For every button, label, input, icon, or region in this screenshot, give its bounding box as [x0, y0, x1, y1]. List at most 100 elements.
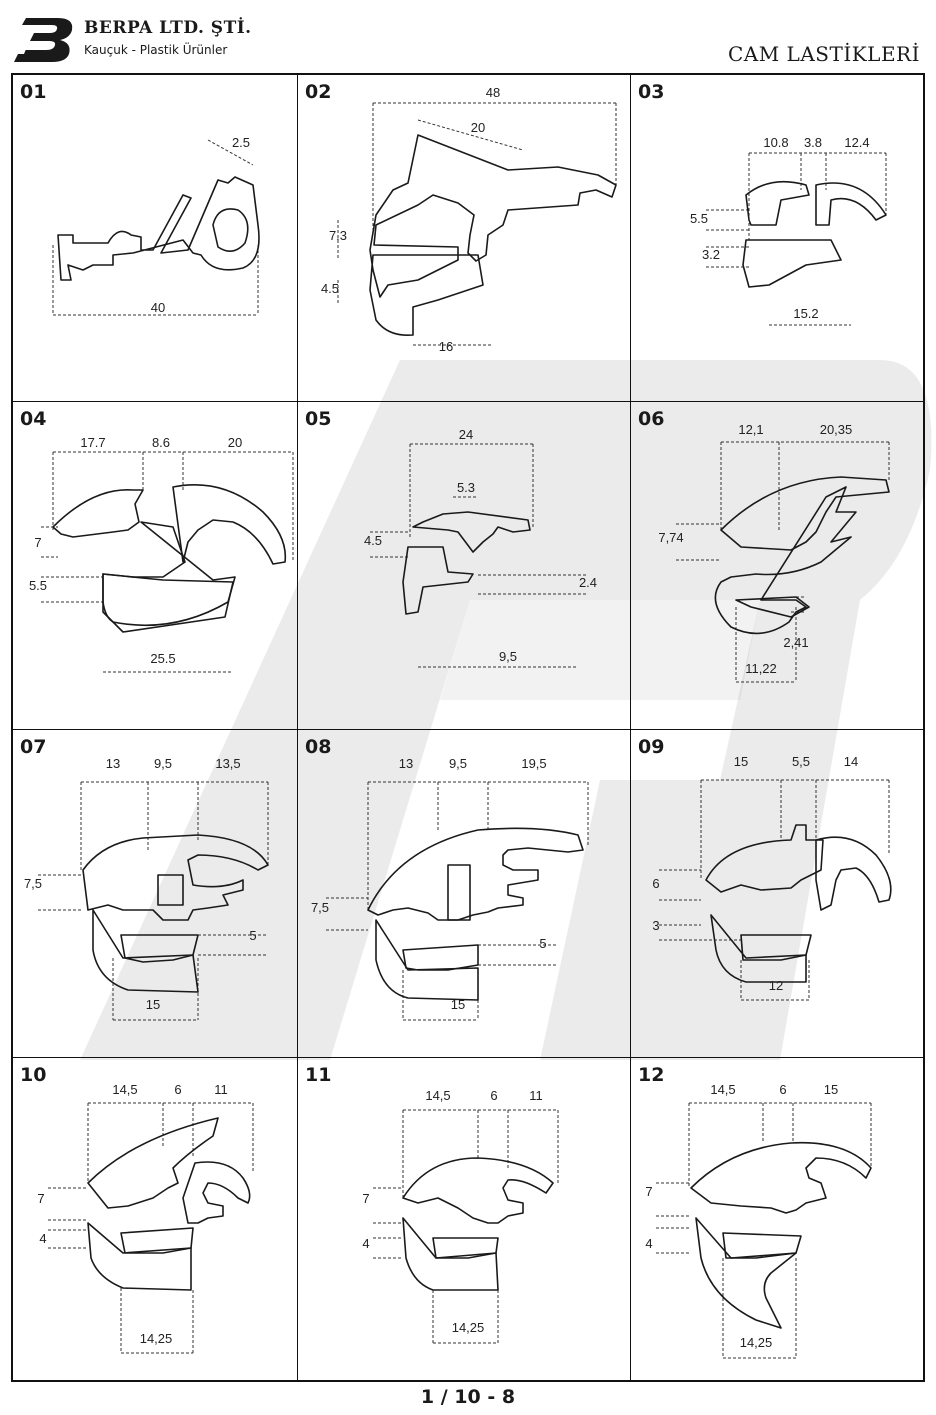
profile-cell: 10 14,5 6 11 7 4 14,25 — [13, 1058, 298, 1380]
dimension-label: 9,5 — [154, 756, 172, 771]
dimension-line — [417, 119, 524, 151]
gasket-profile-outline — [447, 864, 471, 921]
dimension-label: 4.5 — [364, 533, 382, 548]
dimension-label: 6 — [174, 1082, 181, 1097]
dimension-label: 11 — [214, 1082, 228, 1097]
dimension-label: 13 — [399, 756, 413, 771]
gasket-profile-outline — [815, 836, 892, 911]
profile-drawing: 14,5 6 15 7 4 14,25 — [645, 1082, 872, 1359]
dimension-label: 3.8 — [804, 135, 822, 150]
gasket-profile-outline — [375, 919, 479, 1001]
dimension-label: 2.5 — [232, 135, 250, 150]
dimension-label: 14,5 — [425, 1088, 450, 1103]
dimension-label: 25.5 — [150, 651, 175, 666]
dimension-label: 7 — [362, 1191, 369, 1206]
dimension-label: 40 — [151, 300, 165, 315]
dimension-label: 14,25 — [740, 1335, 773, 1350]
dimension-label: 7 — [37, 1191, 44, 1206]
dimension-label: 7,5 — [311, 900, 329, 915]
profile-number: 10 — [20, 1064, 47, 1086]
gasket-profile-outline — [82, 834, 269, 921]
gasket-profile-outline — [57, 176, 260, 281]
dimension-label: 2,41 — [783, 635, 808, 650]
dimension-label: 5.5 — [690, 211, 708, 226]
document-title: CAM LASTİKLERİ — [727, 42, 920, 66]
dimension-label: 15 — [824, 1082, 838, 1097]
dimension-label: 5.3 — [457, 480, 475, 495]
dimension-label: 4 — [362, 1236, 369, 1251]
gasket-profile-outline — [52, 489, 144, 538]
company-subtitle: Kauçuk - Plastik Ürünler — [84, 43, 228, 57]
profile-number: 01 — [20, 81, 47, 103]
dimension-label: 5 — [249, 928, 256, 943]
gasket-profile-outline — [402, 1217, 499, 1291]
gasket-profile-outline — [212, 208, 249, 252]
gasket-profile-outline — [102, 521, 236, 627]
gasket-profile-outline — [402, 944, 479, 971]
dimension-label: 3.2 — [702, 247, 720, 262]
dimension-label: 6 — [490, 1088, 497, 1103]
dimension-label: 20 — [471, 120, 485, 135]
gasket-profile-outline — [367, 827, 584, 921]
dimension-label: 6 — [779, 1082, 786, 1097]
gasket-profile-outline — [172, 484, 287, 565]
dimension-label: 14,5 — [112, 1082, 137, 1097]
gasket-profile-outline — [87, 1222, 192, 1291]
profile-number: 04 — [20, 408, 47, 430]
dimension-label: 9,5 — [449, 756, 467, 771]
dimension-label: 11 — [529, 1088, 543, 1103]
dimension-label: 14,5 — [710, 1082, 735, 1097]
profile-cell: 01 2.5 40 — [13, 75, 298, 402]
profile-number: 09 — [638, 736, 665, 758]
dimension-label: 7 — [645, 1184, 652, 1199]
dimension-label: 13,5 — [215, 756, 240, 771]
dimension-label: 14,25 — [140, 1331, 173, 1346]
dimension-label: 15 — [451, 997, 465, 1012]
gasket-profile-outline — [714, 486, 857, 635]
gasket-profile-outline — [432, 1237, 499, 1259]
dimension-label: 48 — [486, 85, 500, 100]
gasket-profile-outline — [720, 476, 890, 551]
profile-number: 08 — [305, 736, 332, 758]
gasket-profile-outline — [102, 573, 234, 633]
dimension-label: 19,5 — [521, 756, 546, 771]
gasket-profile-outline — [722, 1232, 802, 1259]
dimension-label: 20,35 — [820, 422, 853, 437]
gasket-profile-outline — [120, 1227, 194, 1254]
profile-cell: 12 14,5 6 15 7 4 14,25 — [631, 1058, 923, 1380]
dimension-label: 4 — [645, 1236, 652, 1251]
profile-drawing: 245.34.52.49,5 — [364, 427, 597, 668]
profile-number: 03 — [638, 81, 665, 103]
dimension-label: 11,22 — [745, 661, 777, 676]
page-header: BERPA LTD. ŞTİ. Kauçuk - Plastik Ürünler… — [0, 0, 936, 72]
dimension-label: 13 — [106, 756, 120, 771]
dimension-line — [207, 139, 254, 166]
dimension-label: 15.2 — [793, 306, 818, 321]
profile-number: 11 — [305, 1064, 332, 1086]
dimension-label: 12,1 — [738, 422, 763, 437]
dimension-label: 4 — [39, 1231, 46, 1246]
dimension-label: 17.7 — [80, 435, 105, 450]
gasket-profile-outline — [705, 824, 824, 893]
gasket-profile-outline — [92, 909, 199, 993]
gasket-profile-outline — [402, 546, 474, 615]
profile-number: 06 — [638, 408, 665, 430]
dimension-label: 16 — [439, 339, 453, 354]
profile-drawing: 14,5 6 11 7 4 14,25 — [37, 1082, 254, 1354]
profile-number: 12 — [638, 1064, 665, 1086]
dimension-label: 6 — [652, 876, 659, 891]
gasket-profile-outline — [412, 511, 531, 553]
